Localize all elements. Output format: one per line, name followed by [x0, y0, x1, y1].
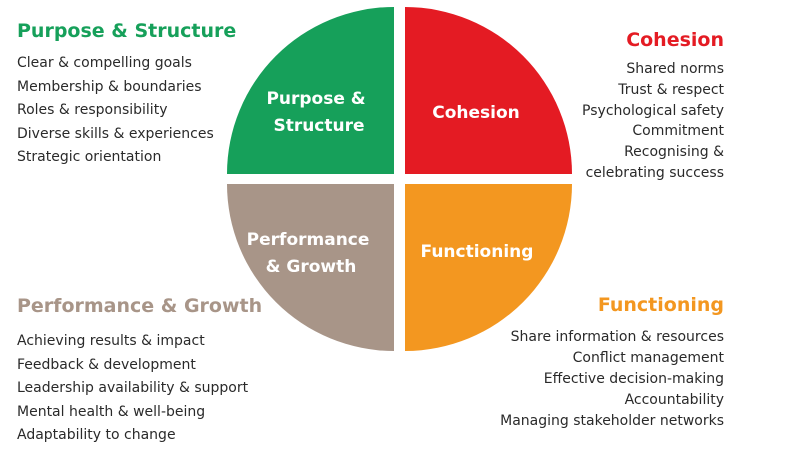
list-item: Trust & respect [618, 81, 724, 98]
quadrant-label-functioning: Functioning [421, 242, 534, 262]
quadrant-label-line: Purpose & [266, 89, 365, 109]
quadrant-label-line: Cohesion [432, 103, 520, 123]
quadrant-label-line: Structure [273, 116, 364, 136]
quadrant-performance-growth [227, 184, 394, 351]
list-item: Commitment [632, 123, 724, 140]
list-item: Shared norms [626, 61, 724, 77]
quadrant-label-performance-growth: Performance & Growth [247, 230, 376, 277]
panel-item-list: Share information & resources Conflict m… [500, 327, 724, 432]
quadrant-label-line: Performance [247, 230, 370, 250]
list-item: Strategic orientation [17, 149, 162, 165]
quadrant-label-cohesion: Cohesion [432, 103, 520, 123]
list-item: Achieving results & impact [17, 333, 205, 349]
list-item: Diverse skills & experiences [17, 125, 214, 142]
panel-cohesion: Cohesion Shared norms Trust & respect Ps… [582, 28, 724, 184]
quadrant-label-purpose-structure: Purpose & Structure [266, 89, 371, 136]
list-item: Effective decision-making [543, 371, 724, 387]
panel-item-list: Shared norms Trust & respect Psychologic… [582, 59, 724, 184]
list-item: Psychological safety [582, 102, 724, 119]
list-item: Managing stakeholder networks [500, 413, 724, 429]
panel-performance-growth: Performance & Growth Achieving results &… [17, 294, 262, 448]
quadrant-cohesion [405, 7, 572, 174]
panel-item-list: Achieving results & impact Feedback & de… [17, 330, 262, 448]
list-item: Membership & boundaries [17, 78, 202, 95]
panel-heading: Functioning [597, 294, 724, 316]
panel-heading: Purpose & Structure [17, 20, 237, 42]
panel-functioning: Functioning Share information & resource… [500, 293, 724, 432]
list-item: Accountability [624, 392, 724, 408]
panel-purpose-structure: Purpose & Structure Clear & compelling g… [17, 19, 236, 170]
panel-heading: Cohesion [626, 29, 724, 51]
list-item: Adaptability to change [17, 427, 176, 443]
list-item: Clear & compelling goals [17, 55, 192, 71]
panel-item-list: Clear & compelling goals Membership & bo… [17, 52, 236, 170]
list-item: celebrating success [585, 164, 724, 181]
quadrant-purpose-structure [227, 7, 394, 174]
list-item: Conflict management [572, 350, 724, 366]
list-item: Share information & resources [510, 329, 724, 345]
list-item: Roles & responsibility [17, 102, 168, 118]
quadrant-functioning [405, 184, 572, 351]
quadrant-label-line: & Growth [266, 257, 357, 277]
list-item: Mental health & well-being [17, 403, 206, 420]
list-item: Leadership availability & support [17, 380, 249, 396]
list-item: Feedback & development [17, 356, 196, 373]
quadrant-label-line: Functioning [421, 242, 534, 262]
list-item: Recognising & [624, 144, 724, 161]
panel-heading: Performance & Growth [17, 295, 263, 317]
